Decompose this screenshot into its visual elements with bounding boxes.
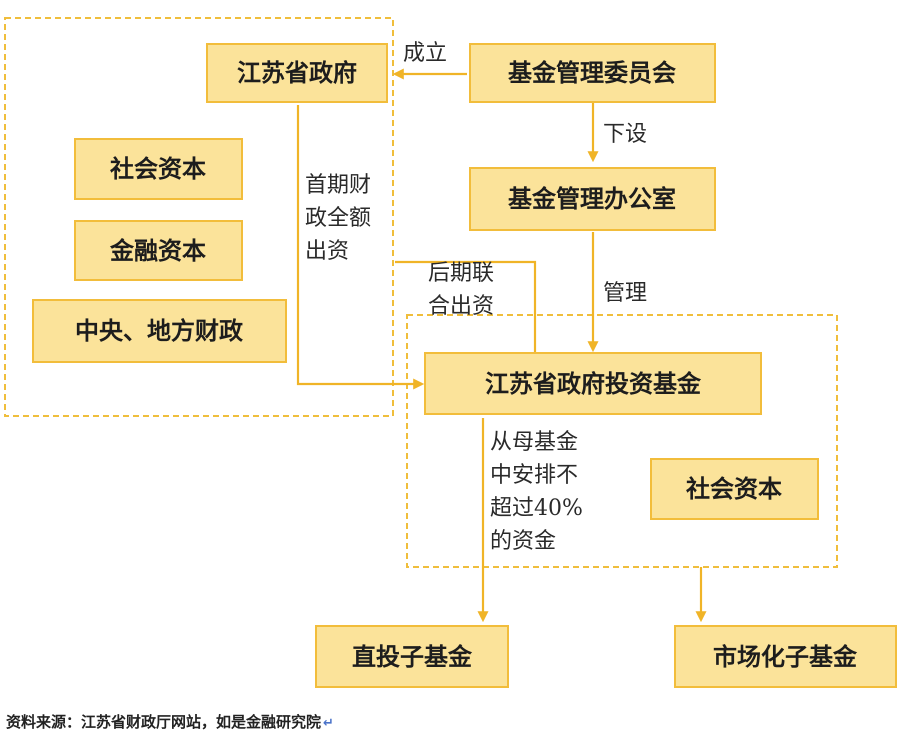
arrow-gov-to-fund — [296, 105, 425, 390]
node-financial-capital: 金融资本 — [109, 236, 206, 265]
left-dashed-group — [4, 17, 394, 417]
edge-label-set-under: 下设 — [603, 122, 647, 147]
line-later-joint-funding — [395, 260, 537, 352]
node-central-local-finance: 中央、地方财政 — [75, 316, 243, 345]
node-box-social-capital-left — [74, 138, 243, 200]
node-social-capital-left: 社会资本 — [110, 154, 206, 183]
edge-label-initial-finance-line3: 出资 — [305, 239, 349, 264]
edge-label-later-joint-line2: 合出资 — [428, 294, 494, 319]
right-dashed-group — [406, 314, 838, 568]
edge-label-manage: 管理 — [603, 281, 647, 306]
node-box-jiangsu-gov — [206, 43, 388, 103]
return-mark-icon: ↵ — [323, 716, 334, 731]
node-box-financial-capital — [74, 220, 243, 281]
node-jiangsu-gov: 江苏省政府 — [237, 58, 357, 87]
node-box-social-capital-right — [650, 458, 819, 520]
edge-label-establish: 成立 — [403, 41, 447, 66]
node-gov-investment-fund: 江苏省政府投资基金 — [485, 369, 702, 398]
edge-label-initial-finance-line1: 首期财 — [305, 173, 371, 198]
edge-label-initial-finance-line2: 政全额 — [305, 206, 371, 231]
edge-label-arrange-line4: 的资金 — [490, 529, 556, 554]
node-fund-committee: 基金管理委员会 — [508, 58, 676, 87]
node-box-fund-committee — [469, 43, 716, 103]
node-social-capital-right: 社会资本 — [686, 474, 782, 503]
node-box-fund-office — [469, 167, 716, 231]
node-market-sub-fund: 市场化子基金 — [713, 642, 858, 671]
node-direct-sub-fund: 直投子基金 — [352, 642, 473, 671]
source-note: 资料来源：江苏省财政厅网站，如是金融研究院↵ — [6, 713, 334, 731]
edge-label-arrange-line1: 从母基金 — [490, 430, 578, 455]
node-box-direct-sub-fund — [315, 625, 509, 688]
node-box-gov-investment-fund — [424, 352, 762, 415]
node-box-central-local-finance — [32, 299, 287, 363]
node-box-market-sub-fund — [674, 625, 897, 688]
edge-label-arrange-line2: 中安排不 — [490, 463, 578, 488]
edge-label-arrange-line3: 超过40% — [490, 496, 583, 521]
node-fund-office: 基金管理办公室 — [508, 184, 676, 213]
edge-label-later-joint-line1: 后期联 — [428, 261, 494, 286]
